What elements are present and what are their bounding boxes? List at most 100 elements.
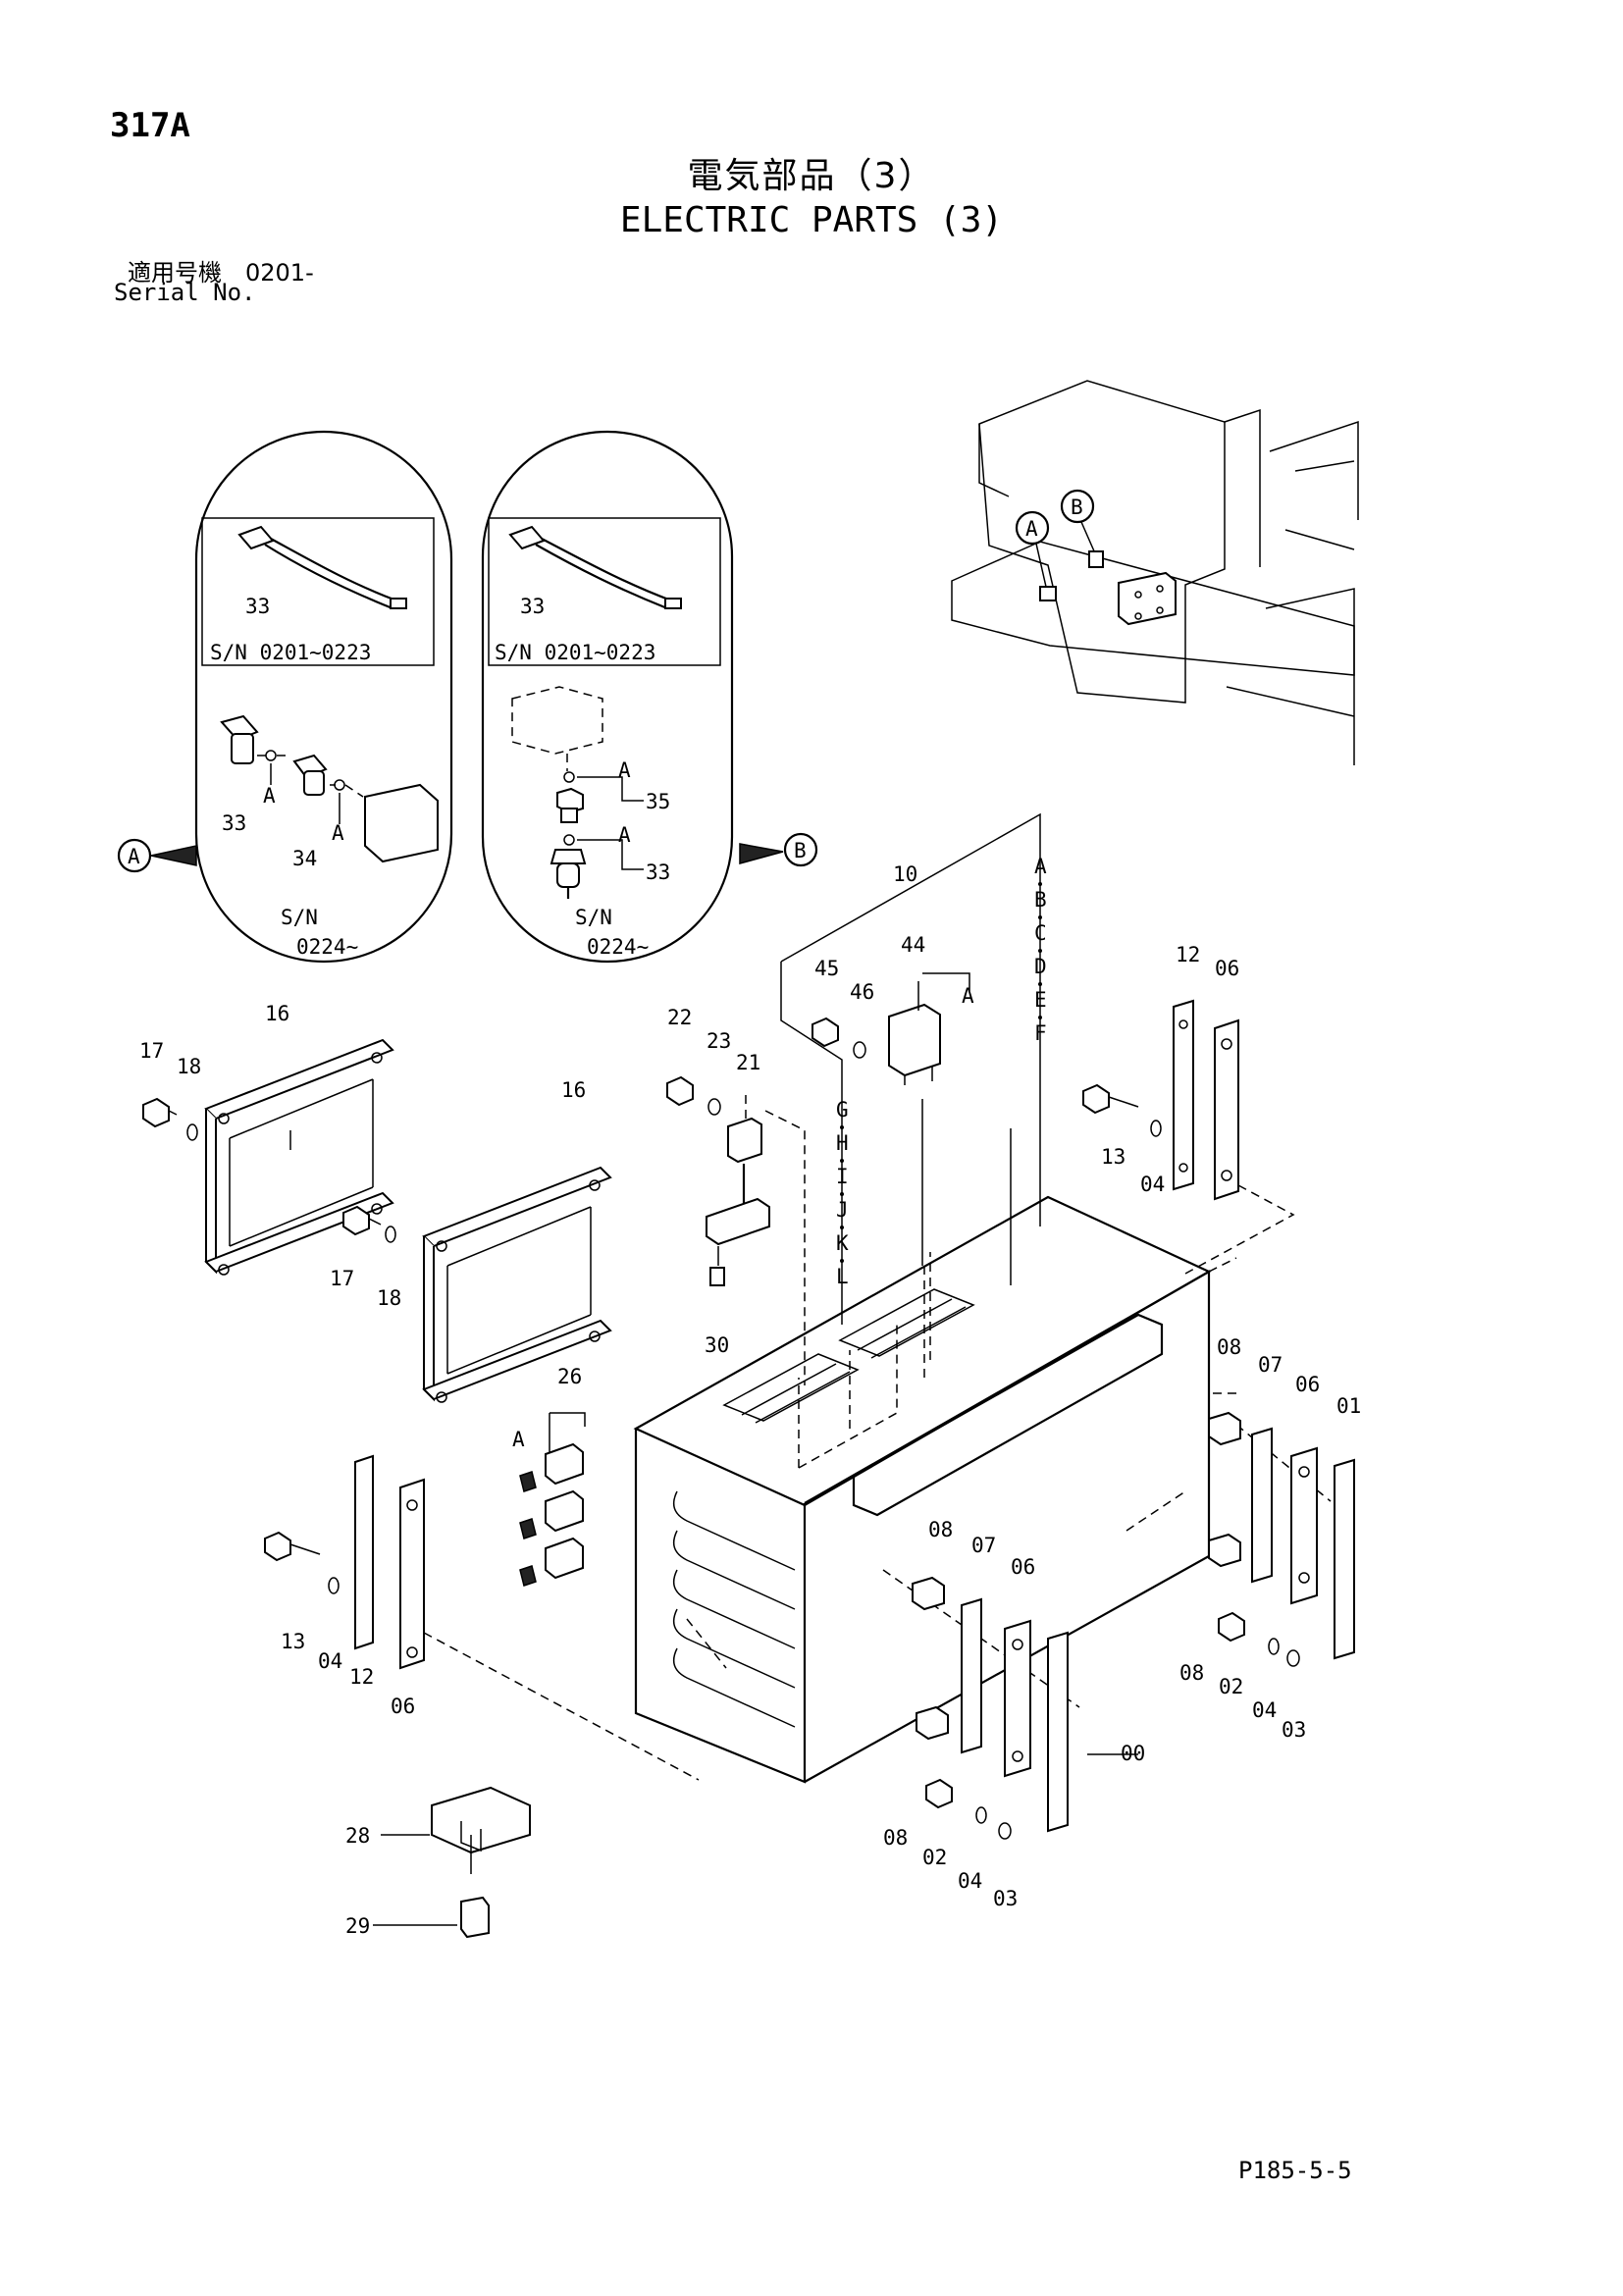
- collar-icon: [1208, 1533, 1241, 1568]
- callout-34: 34: [292, 847, 317, 870]
- connector-socket-icon: [706, 1197, 770, 1246]
- callout-33: 33: [245, 595, 270, 618]
- valve-block-icon: [1118, 571, 1177, 626]
- connection-a: A: [618, 758, 631, 782]
- callout-08: 08: [883, 1826, 908, 1850]
- page-code: P185-5-5: [1238, 2157, 1352, 2184]
- serial-label: Serial No.: [114, 279, 256, 306]
- connection-a: A: [512, 1428, 525, 1451]
- callout-21: 21: [736, 1051, 760, 1074]
- link-plate-icon: [961, 1597, 982, 1754]
- callout-22: 22: [667, 1006, 692, 1029]
- sensor-harness-icon: [237, 525, 407, 610]
- bracket-plate-icon: [1334, 1458, 1355, 1660]
- location-view: A B: [951, 380, 1359, 765]
- callout-08: 08: [928, 1518, 953, 1541]
- screw-icon: [460, 1896, 490, 1939]
- relay-icon: [888, 1003, 941, 1077]
- callout-04: 04: [1140, 1173, 1165, 1196]
- view-marker-b: [783, 832, 818, 867]
- louver-vents: [672, 1490, 796, 1728]
- o-ring-icon: [265, 750, 277, 761]
- o-ring-icon: [334, 779, 345, 791]
- toggle-switch-icon: [519, 1442, 584, 1492]
- adapter-fitting-icon: [556, 787, 584, 823]
- serial-label-new: S/N: [575, 906, 612, 929]
- bolt-icon: [264, 1531, 291, 1562]
- callout-10: 10: [893, 862, 917, 886]
- view-marker-a: [117, 838, 152, 873]
- svg-text:A: A: [128, 845, 140, 868]
- pressure-switch-icon: [550, 849, 587, 899]
- svg-text:B: B: [794, 839, 807, 862]
- sensor-block-icon: [364, 783, 439, 863]
- connection-a: A: [618, 823, 631, 847]
- bracket-set-right-lower: [1208, 1411, 1355, 1667]
- screw-icon: [812, 1017, 839, 1048]
- callout-17: 17: [139, 1039, 164, 1063]
- marker-a: [1015, 510, 1050, 546]
- bolt-icon: [925, 1778, 953, 1809]
- screw-icon: [666, 1075, 694, 1107]
- pressure-switch-icon: [220, 714, 259, 764]
- washer-icon: [998, 1822, 1012, 1840]
- washer-icon: [707, 1098, 721, 1116]
- serial-range-new: 0224~: [587, 935, 649, 959]
- callout-03: 03: [993, 1887, 1018, 1910]
- callout-07: 07: [971, 1534, 996, 1557]
- callout-23: 23: [707, 1029, 731, 1053]
- separator-dot: [840, 1192, 844, 1196]
- serial-range-old: S/N 0201~0223: [210, 641, 371, 664]
- callout-13: 13: [1101, 1145, 1126, 1169]
- bracket-set-center-lower: [912, 1576, 1069, 1840]
- washer-icon: [186, 1123, 198, 1141]
- serial-label-new: S/N: [281, 906, 318, 929]
- detail-inset-b: 33 S/N 0201~0223 A A 35 33 S/N 0224~: [481, 430, 818, 964]
- callout-13: 13: [281, 1630, 305, 1653]
- spacer-plate-icon: [1004, 1619, 1031, 1778]
- callout-03: 03: [1282, 1718, 1306, 1742]
- connector-assembly: [666, 1075, 806, 1385]
- page-number: 317A: [110, 106, 190, 145]
- wire-label: B: [1034, 888, 1047, 912]
- mounting-frame: [422, 1166, 612, 1403]
- callout-33: 33: [222, 811, 246, 835]
- spacer-plate-icon: [1214, 1018, 1239, 1201]
- callout-04: 04: [958, 1869, 982, 1893]
- wire-label: G: [836, 1098, 849, 1122]
- link-plate-icon: [1251, 1427, 1273, 1584]
- callout-02: 02: [1219, 1675, 1243, 1698]
- separator-dot: [1038, 915, 1042, 919]
- o-ring-icon: [563, 834, 575, 846]
- spacer-plate-icon: [399, 1478, 425, 1670]
- callout-16: 16: [561, 1078, 586, 1102]
- callout-16: 16: [265, 1002, 289, 1025]
- bracket-set-right-top: [1082, 999, 1295, 1275]
- separator-dot: [1038, 882, 1042, 886]
- callout-06: 06: [1295, 1373, 1320, 1396]
- callout-46: 46: [850, 980, 874, 1004]
- washer-icon: [328, 1577, 340, 1594]
- callout-26: 26: [557, 1365, 582, 1388]
- rail-channel: [852, 1313, 1164, 1517]
- washer-icon: [1150, 1120, 1162, 1137]
- callout-07: 07: [1258, 1353, 1283, 1377]
- serial-applicability-japanese: 適用号機 0201-: [128, 259, 314, 287]
- collar-icon: [912, 1576, 945, 1611]
- page-title: ELECTRIC PARTS (3): [619, 200, 1004, 240]
- sensor-harness-icon: [508, 525, 682, 610]
- washer-icon: [1268, 1638, 1280, 1655]
- spacer-plate-icon: [1290, 1446, 1318, 1605]
- callout-35: 35: [646, 790, 670, 813]
- wire-label: C: [1034, 921, 1047, 945]
- bracket-plate-icon: [1047, 1631, 1069, 1833]
- serial-range-new: 0224~: [296, 935, 358, 959]
- washer-icon: [975, 1806, 987, 1824]
- callout-28: 28: [345, 1824, 370, 1848]
- bracket-set-left: [264, 1454, 700, 1781]
- link-plate-icon: [1173, 999, 1194, 1191]
- connection-a: A: [332, 821, 344, 845]
- relay-assembly: [812, 972, 970, 1383]
- callout-33: 33: [520, 595, 545, 618]
